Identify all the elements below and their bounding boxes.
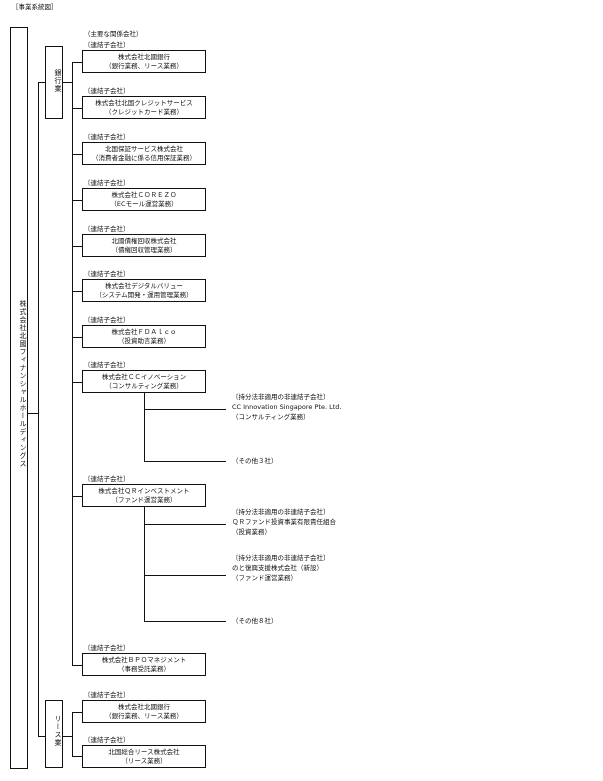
company-connector xyxy=(72,337,82,338)
cc-sub-tag: 〔持分法非適用の非連結子会社〕 xyxy=(232,393,330,401)
company-tag: 〔連結子会社〕 xyxy=(84,41,130,49)
holding-company-name: 株式会社北國フィナンシャルホールディングス xyxy=(19,300,27,468)
company-business: （投資助言業務） xyxy=(118,337,170,345)
qr-sub-tag: 〔持分法非適用の非連結子会社〕 xyxy=(232,508,330,516)
company-connector xyxy=(72,291,82,292)
company-name: 株式会社デジタルバリュー xyxy=(105,282,183,290)
holding-company-box: 株式会社北國フィナンシャルホールディングス xyxy=(10,27,28,769)
company-business: （事務受託業務） xyxy=(118,665,170,673)
company-box: 株式会社ＣＣイノベーション（コンサルティング業務） xyxy=(82,370,206,393)
company-name: 株式会社ＦＤＡｌｃｏ xyxy=(111,328,177,336)
cc-sub-others: （その他３社） xyxy=(232,457,278,465)
leasing-spine xyxy=(72,712,73,756)
cc-sub-spine xyxy=(144,393,145,462)
company-connector xyxy=(72,712,82,713)
company-box: 北国保証サービス株式会社（消費者金融に係る信用保証業務） xyxy=(82,142,206,165)
company-box: 株式会社ＦＤＡｌｃｏ（投資助言業務） xyxy=(82,325,206,348)
holding-connector xyxy=(28,413,38,414)
qr-sub-tag: 〔持分法非適用の非連結子会社〕 xyxy=(232,554,330,562)
company-business: （クレジットカード業務） xyxy=(105,108,183,116)
segment-banking-box: 銀行業 xyxy=(45,46,63,119)
banking-spine-top xyxy=(63,82,72,83)
segment-spine xyxy=(38,82,39,737)
company-tag: 〔連結子会社〕 xyxy=(84,87,130,95)
company-connector xyxy=(72,200,82,201)
company-business: （ECモール運営業務） xyxy=(110,200,178,208)
company-box: 株式会社北国クレジットサービス（クレジットカード業務） xyxy=(82,96,206,119)
company-name: 株式会社ＢＰＯマネジメント xyxy=(101,656,187,664)
company-business: （システム開発・運用管理業務） xyxy=(95,291,193,299)
key-group-label: （主要な関係会社） xyxy=(84,30,143,38)
company-box: 北國債権回収株式会社（債権回収管理業務） xyxy=(82,234,206,257)
qr-sub-name: ＱＲファンド投資事業有限責任組合 xyxy=(232,518,336,526)
company-business: （銀行業務、リース業務） xyxy=(105,62,183,70)
company-box: 株式会社デジタルバリュー（システム開発・運用管理業務） xyxy=(82,279,206,302)
company-name: 株式会社ＱＲインベストメント xyxy=(98,487,190,495)
banking-spine xyxy=(72,62,73,665)
company-tag: 〔連結子会社〕 xyxy=(84,644,130,652)
company-connector xyxy=(72,246,82,247)
segment-banking-connector xyxy=(38,82,45,83)
qr-sub-connector xyxy=(144,524,226,525)
company-tag: 〔連結子会社〕 xyxy=(84,133,130,141)
company-connector xyxy=(72,154,82,155)
company-business: （リース業務） xyxy=(121,757,167,765)
company-business: （債権回収管理業務） xyxy=(111,246,177,254)
qr-sub-item: （その他８社） xyxy=(232,616,278,626)
qr-sub-business: （ファンド運営業務） xyxy=(232,574,297,582)
segment-leasing-box: リース業 xyxy=(45,700,63,768)
cc-sub-connector xyxy=(144,461,226,462)
company-name: 北国保証サービス株式会社 xyxy=(105,145,183,153)
company-tag: 〔連結子会社〕 xyxy=(84,179,130,187)
company-name: 北国総合リース株式会社 xyxy=(108,748,180,756)
qr-sub-connector xyxy=(144,621,226,622)
company-business: （消費者金融に係る信用保証業務） xyxy=(92,154,196,162)
segment-banking-label: 銀行業 xyxy=(54,69,62,93)
qr-sub-item: 〔持分法非適用の非連結子会社〕 ＱＲファンド投資事業有限責任組合 （投資業務） xyxy=(232,507,336,537)
company-tag: 〔連結子会社〕 xyxy=(84,225,130,233)
company-business: （コンサルティング業務） xyxy=(105,382,183,390)
cc-sub-name: CC Innovation Singapore Pte. Ltd. xyxy=(232,403,342,411)
leasing-spine-mid xyxy=(63,736,72,737)
company-connector xyxy=(72,756,82,757)
company-business: （ファンド運営業務） xyxy=(111,496,177,504)
company-box: 株式会社ＣＯＲＥＺＯ（ECモール運営業務） xyxy=(82,188,206,211)
company-box: 株式会社北國銀行（銀行業務、リース業務） xyxy=(82,700,206,723)
company-tag: 〔連結子会社〕 xyxy=(84,361,130,369)
qr-sub-business: （投資業務） xyxy=(232,528,271,536)
company-business: （銀行業務、リース業務） xyxy=(105,712,183,720)
company-name: 株式会社北國銀行 xyxy=(118,53,170,61)
qr-sub-name: のと復興支援株式会社（新設） xyxy=(232,564,323,572)
company-connector xyxy=(72,665,82,666)
cc-sub-business: （コンサルティング業務） xyxy=(232,413,310,421)
qr-sub-connector xyxy=(144,575,226,576)
company-name: 株式会社ＣＯＲＥＺＯ xyxy=(111,191,177,199)
company-name: 株式会社北国クレジットサービス xyxy=(95,99,193,107)
segment-leasing-connector xyxy=(38,736,45,737)
company-name: 株式会社ＣＣイノベーション xyxy=(101,373,187,381)
company-tag: 〔連結子会社〕 xyxy=(84,316,130,324)
segment-leasing-label: リース業 xyxy=(54,715,62,747)
company-box: 株式会社ＢＰＯマネジメント（事務受託業務） xyxy=(82,653,206,676)
company-connector xyxy=(72,108,82,109)
company-connector xyxy=(72,496,82,497)
company-name: 北國債権回収株式会社 xyxy=(111,237,177,245)
company-connector xyxy=(72,382,82,383)
company-tag: 〔連結子会社〕 xyxy=(84,691,130,699)
cc-sub-item: 〔持分法非適用の非連結子会社〕 CC Innovation Singapore P… xyxy=(232,392,341,422)
company-box: 株式会社北國銀行（銀行業務、リース業務） xyxy=(82,50,206,73)
cc-sub-connector xyxy=(144,409,226,410)
page-title: ［事業系統図］ xyxy=(12,3,58,11)
qr-sub-item: 〔持分法非適用の非連結子会社〕のと復興支援株式会社（新設） （ファンド運営業務） xyxy=(232,553,330,583)
company-tag: 〔連結子会社〕 xyxy=(84,475,130,483)
cc-sub-item: （その他３社） xyxy=(232,456,278,466)
company-connector xyxy=(72,62,82,63)
company-tag: 〔連結子会社〕 xyxy=(84,736,130,744)
qr-sub-others: （その他８社） xyxy=(232,617,278,625)
company-name: 株式会社北國銀行 xyxy=(118,703,170,711)
company-box: 株式会社ＱＲインベストメント（ファンド運営業務） xyxy=(82,484,206,507)
company-box: 北国総合リース株式会社（リース業務） xyxy=(82,745,206,768)
company-tag: 〔連結子会社〕 xyxy=(84,270,130,278)
qr-sub-spine xyxy=(144,507,145,622)
